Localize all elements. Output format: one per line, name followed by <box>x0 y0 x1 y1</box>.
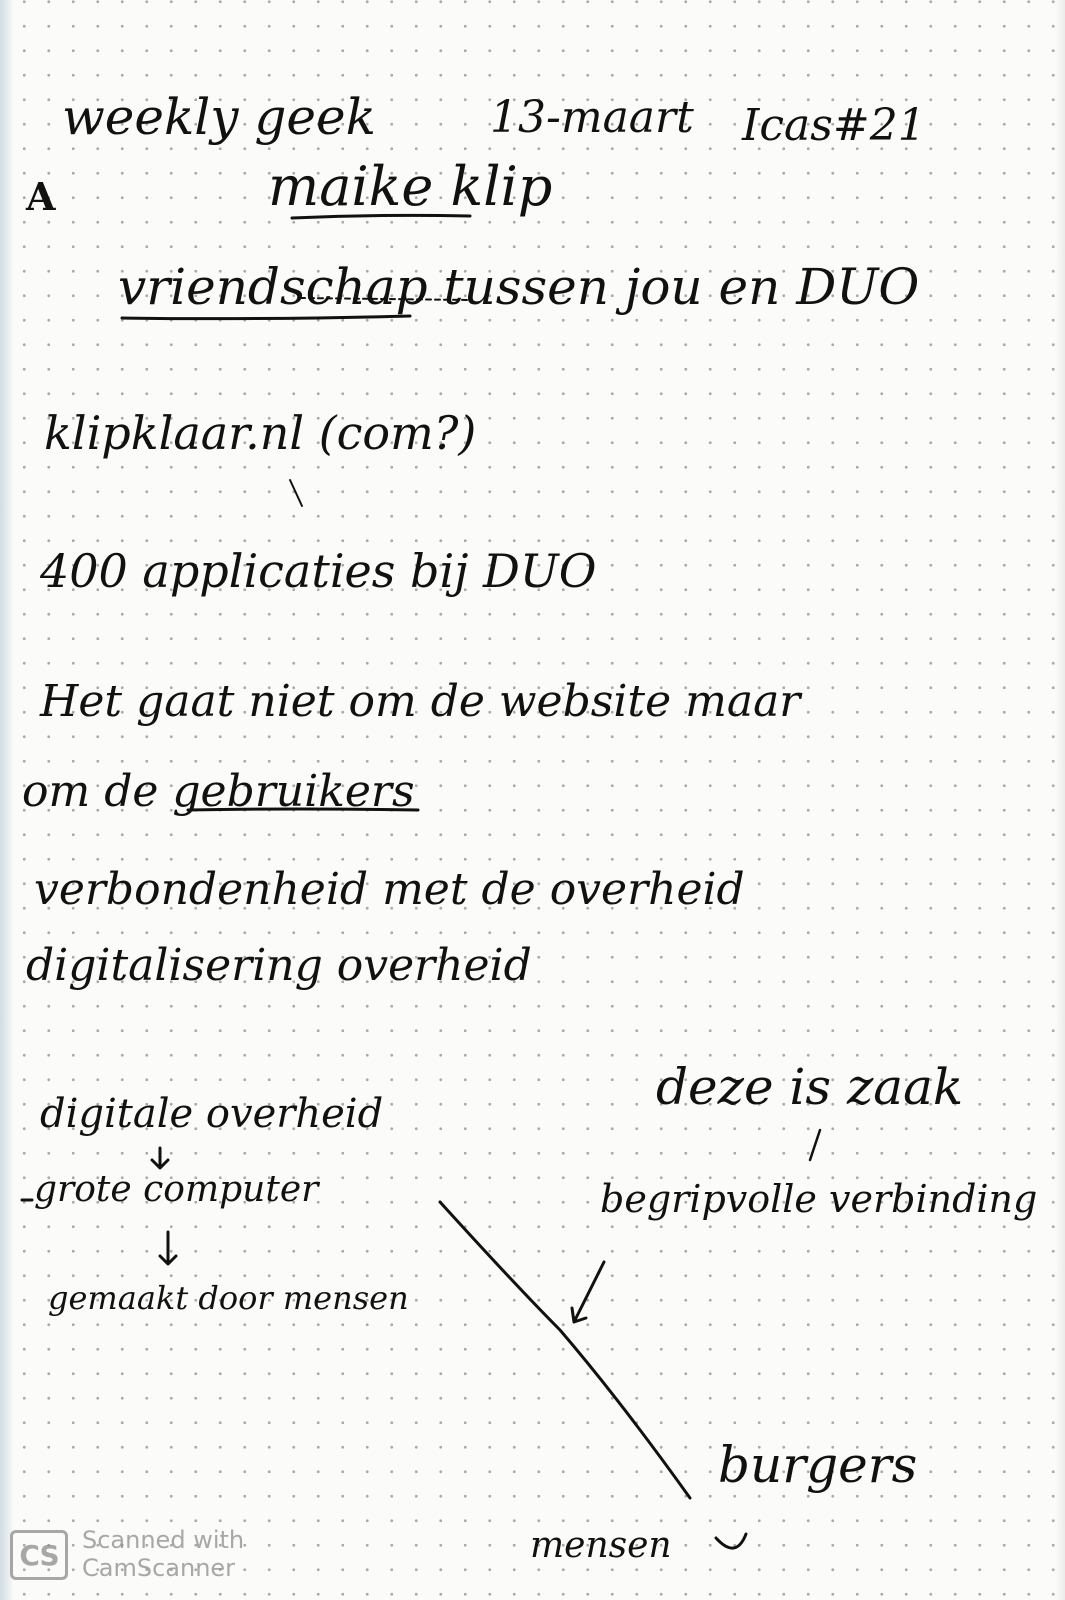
arrow-down-icon-2 <box>158 1230 178 1266</box>
diagram-deze-is-zaak: deze is zaak <box>656 1058 964 1116</box>
diagram-mensen: mensen <box>530 1525 672 1566</box>
note-line-5: verbondenheid met de overheid <box>34 864 745 915</box>
underline-vriendschap <box>120 314 412 321</box>
diagram-burgers: burgers <box>718 1436 918 1494</box>
header-episode: Icas#21 <box>742 100 926 151</box>
diagram-grote-computer: grote computer <box>34 1169 319 1210</box>
underline-gebruikers <box>186 807 420 812</box>
arrow-connector-icon <box>570 1260 606 1324</box>
slash-deze-is-zaak <box>808 1128 822 1162</box>
note-line-4: om de gebruikers <box>22 766 415 817</box>
underline-speaker <box>290 213 472 220</box>
watermark-line-1: Scanned with <box>82 1526 245 1555</box>
diagram-begripvolle-verbinding: begripvolle verbinding <box>600 1177 1038 1221</box>
talk-topic: vriendschap tussen jou en DUO <box>118 258 920 316</box>
header-date: 13-maart <box>490 92 694 143</box>
note-line-6: digitalisering overheid <box>26 940 532 991</box>
diagram-gemaakt-door-mensen: gemaakt door mensen <box>48 1279 409 1317</box>
arrow-down-icon-1 <box>150 1146 170 1170</box>
camscanner-logo-icon: CS <box>10 1530 68 1580</box>
note-line-1: klipklaar.nl (com?) <box>44 406 477 460</box>
tick-klipklaar <box>289 479 303 507</box>
connector-line <box>438 1200 692 1500</box>
page-shadow <box>1055 0 1065 1600</box>
camscanner-watermark: CS Scanned with CamScanner <box>10 1526 270 1584</box>
note-line-3: Het gaat niet om de website maar <box>40 676 801 727</box>
header-title: weekly geek <box>62 88 376 146</box>
underline-topic-dashed <box>299 297 471 301</box>
diagram-digitale-overheid: digitale overheid <box>40 1091 384 1137</box>
page-binding-edge <box>0 0 14 1600</box>
camscanner-text: Scanned with CamScanner <box>82 1527 244 1582</box>
note-line-2: 400 applicaties bij DUO <box>40 544 597 598</box>
watermark-line-2: CamScanner <box>82 1554 236 1582</box>
speaker-name: maike klip <box>268 155 553 218</box>
hook-mensen <box>714 1532 748 1550</box>
corner-mark: A <box>26 174 56 219</box>
